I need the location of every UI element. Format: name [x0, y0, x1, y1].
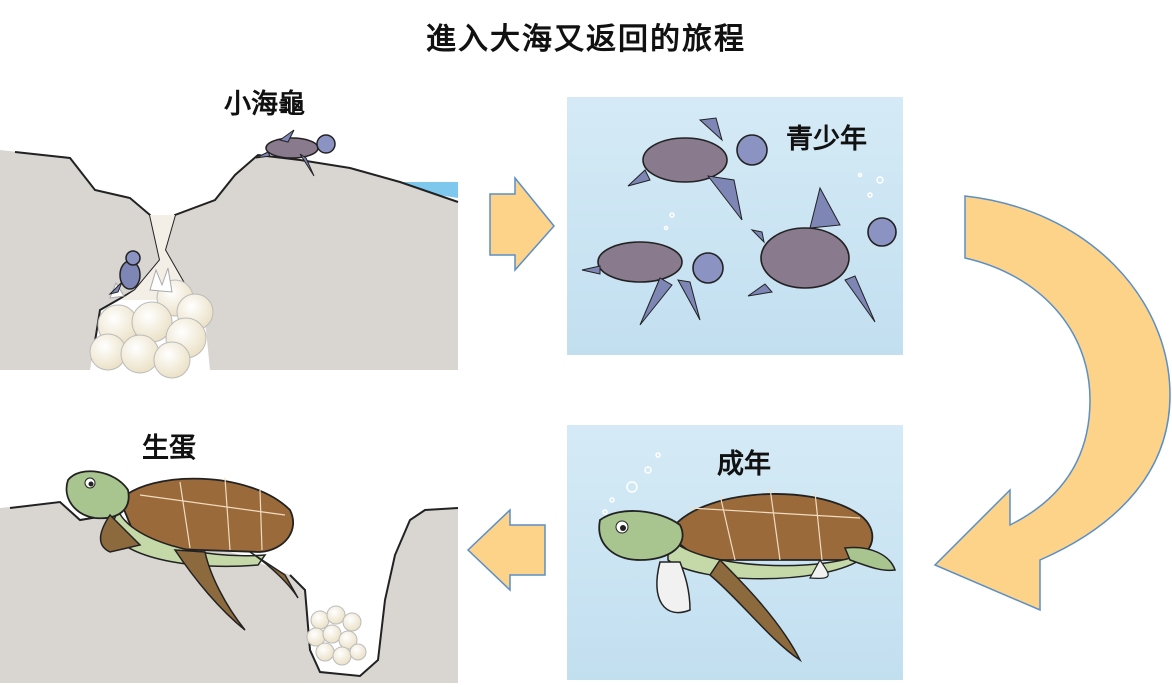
juvenile-scene — [567, 97, 903, 355]
arrow-adult-to-nesting — [466, 508, 546, 592]
arrow-hatchling-to-juvenile — [489, 175, 555, 272]
adult-turtle — [598, 487, 896, 663]
nest-eggs — [306, 605, 367, 666]
burrow-tunnel — [120, 215, 195, 300]
stage-label-hatchling: 小海龜 — [224, 89, 305, 120]
juvenile-turtle-3 — [747, 186, 897, 323]
arrow-juvenile-to-adult — [933, 195, 1171, 612]
juvenile-turtle-2 — [581, 241, 724, 326]
hatchling-in-nest — [108, 250, 141, 295]
juvenile-turtle-1 — [627, 117, 768, 221]
nesting-scene — [0, 470, 459, 683]
bubbles-adult — [602, 452, 661, 515]
adult-scene — [567, 425, 903, 680]
diagram-title: 進入大海又返回的旅程 — [426, 22, 746, 57]
hatchling-on-sand — [255, 129, 336, 177]
hatchling-scene — [0, 129, 459, 379]
sand-ground — [0, 150, 458, 370]
stage-label-nesting: 生蛋 — [142, 433, 196, 464]
egg-clutch — [89, 267, 214, 379]
bubbles-juvenile — [663, 172, 884, 231]
stage-label-adult: 成年 — [717, 448, 771, 480]
nesting-turtle — [65, 470, 299, 631]
juvenile-sea-panel — [567, 97, 903, 355]
stage-label-juvenile: 青少年 — [786, 123, 867, 155]
